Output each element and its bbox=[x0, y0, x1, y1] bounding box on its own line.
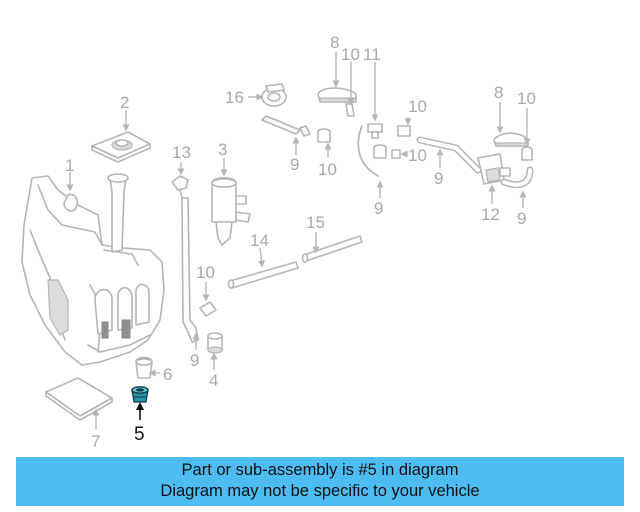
hose-right-lower bbox=[500, 166, 534, 189]
label-7: 7 bbox=[91, 432, 100, 451]
label-11: 11 bbox=[363, 45, 381, 64]
leader-lines bbox=[66, 52, 531, 430]
label-2: 2 bbox=[120, 93, 129, 112]
label-10-a: 10 bbox=[341, 45, 360, 64]
rod-15 bbox=[301, 235, 363, 263]
label-10-c: 10 bbox=[408, 146, 427, 165]
label-15: 15 bbox=[306, 213, 325, 232]
hose-center bbox=[357, 123, 411, 177]
label-16: 16 bbox=[225, 88, 244, 107]
hose-upper-left bbox=[261, 115, 331, 143]
check-valve-12 bbox=[477, 153, 511, 185]
callout-labels: 1 2 3 4 5 6 7 8 8 9 9 9 9 9 10 10 10 10 … bbox=[65, 33, 536, 451]
washer-pump bbox=[211, 176, 251, 246]
label-10-e: 10 bbox=[517, 89, 536, 108]
banner-line-1: Part or sub-assembly is #5 in diagram bbox=[181, 461, 459, 479]
label-10-d: 10 bbox=[408, 97, 427, 116]
label-8-right: 8 bbox=[494, 83, 503, 102]
grommet bbox=[207, 332, 223, 354]
washer-nozzle-left bbox=[317, 87, 357, 117]
rod-14 bbox=[227, 261, 299, 289]
part-5-highlighted bbox=[131, 386, 149, 403]
hose-clip-13 bbox=[171, 175, 199, 343]
connector-10-lower bbox=[199, 301, 217, 317]
label-9-e: 9 bbox=[190, 351, 199, 370]
filter-pad bbox=[45, 377, 113, 421]
filler-cap bbox=[91, 131, 151, 163]
hose-right bbox=[416, 136, 482, 174]
label-10-b: 10 bbox=[318, 160, 337, 179]
info-banner: Part or sub-assembly is #5 in diagram Di… bbox=[16, 457, 624, 506]
label-12: 12 bbox=[481, 205, 500, 224]
label-14: 14 bbox=[250, 231, 269, 250]
label-13: 13 bbox=[172, 143, 191, 162]
label-9-c: 9 bbox=[434, 169, 443, 188]
label-10-f: 10 bbox=[196, 263, 215, 282]
label-5: 5 bbox=[134, 424, 145, 445]
label-8-left: 8 bbox=[330, 33, 339, 52]
label-9-b: 9 bbox=[374, 199, 383, 218]
parts-diagram: 1 2 3 4 5 6 7 8 8 9 9 9 9 9 10 10 10 10 … bbox=[21, 33, 536, 451]
banner-line-2: Diagram may not be specific to your vehi… bbox=[160, 482, 480, 500]
label-4: 4 bbox=[209, 371, 218, 390]
bushing bbox=[135, 356, 153, 379]
label-3: 3 bbox=[218, 140, 227, 159]
washer-reservoir bbox=[21, 173, 165, 366]
label-9-a: 9 bbox=[290, 155, 299, 174]
ring-16 bbox=[261, 83, 287, 107]
label-9-d: 9 bbox=[517, 209, 526, 228]
label-1: 1 bbox=[65, 156, 74, 175]
label-6: 6 bbox=[163, 365, 172, 384]
